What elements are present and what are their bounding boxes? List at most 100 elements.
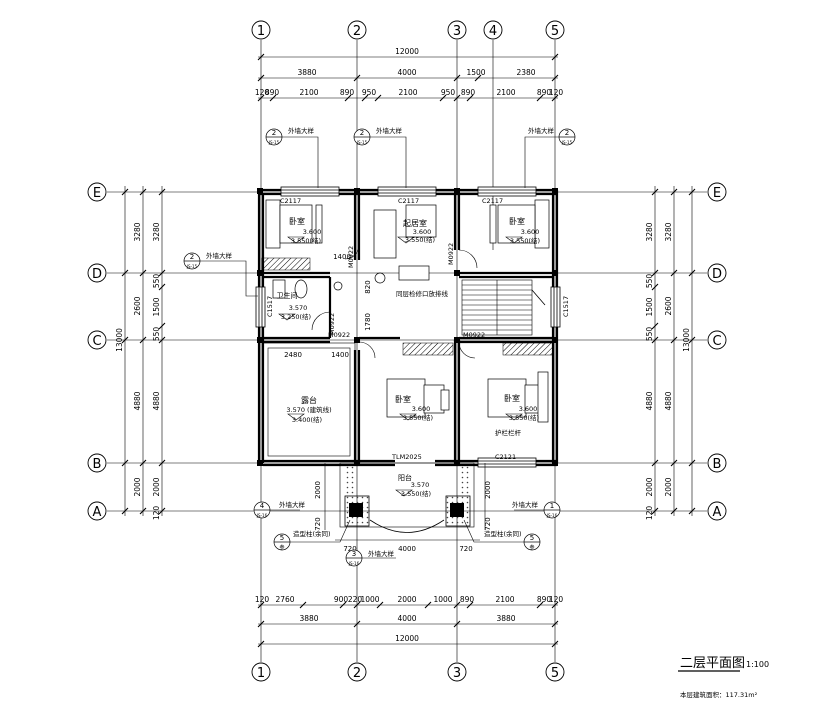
dim-bot-mid-2: 4000 [397,614,416,623]
door-tag-m0922-1: M0922 [347,246,355,268]
room-name-bath: 卫生间 [277,291,298,300]
callout-caption-5: 外墙大样 [279,500,306,509]
dim-misc-1400b: 1400 [331,351,349,359]
callout-caption-1: 外墙大样 [288,126,315,135]
axis-labels: 1 2 3 4 5 1 2 3 5 E D C B A E D C B A [92,24,722,681]
dim-top-in-9: 2100 [496,88,515,97]
dim-left-o2: 2600 [133,296,142,315]
door-tag-tlm2025: TLM2025 [391,453,422,461]
room-lvl2-study: 3.550(结) [405,235,435,244]
callout-sheet-4: JS-15 [186,264,198,269]
dim-left-o3: 4880 [133,391,142,410]
level-markers [278,236,523,497]
dim-bot-in-6: 2000 [397,595,416,604]
dim-bot-in-3: 900 [334,595,349,604]
column-note-right: 造型柱(余同) [484,529,522,538]
callout-sheet-7: 参 [279,544,284,551]
dim-top-in-5: 950 [362,88,377,97]
dim-top-in-10: 890 [537,88,552,97]
top-dimension-text: 12000 3880 4000 1500 2380 120 890 2100 8… [255,47,564,97]
callout-ref-6: 1 [550,502,554,510]
room-lvl-bed2: 3.600 [521,228,540,236]
room-name-bed1: 卧室 [289,216,305,226]
axis-label-e-right: E [713,186,721,201]
callout-caption-6: 外墙大样 [512,500,539,509]
dim-left-i7: 120 [152,506,161,521]
window-tag-c2117-1: C2117 [280,197,301,205]
room-name-balcony: 阳台 [398,473,412,482]
axis-label-2-top: 2 [353,24,361,39]
dim-top-in-7: 950 [441,88,456,97]
dim-misc-2000b: 2000 [484,481,492,499]
dim-misc-4000: 4000 [398,545,416,553]
axis-label-e-left: E [93,186,101,201]
room-lvl-bed3: 3.600 [412,405,431,413]
dim-bot-mid-3: 3880 [496,614,515,623]
right-dimension-text: 13000 3280 2600 4880 2000 3280 550 1500 … [645,222,691,520]
room-lvl-balcony: 3.570 [411,481,430,489]
dim-top-in-11: 120 [549,88,564,97]
axis-label-1-top: 1 [257,24,265,39]
dim-top-mid-2: 4000 [397,68,416,77]
dim-misc-2480: 2480 [284,351,302,359]
axis-label-3-top: 3 [453,24,461,39]
dim-left-i2: 550 [152,274,161,289]
dim-total-top: 12000 [395,47,419,56]
dim-top-in-8: 890 [461,88,476,97]
window-tag-c2121: C2121 [495,453,516,461]
dim-right-o3: 4880 [664,391,673,410]
dim-right-i1: 3280 [645,222,654,241]
dim-misc-1780: 1780 [364,313,372,331]
dim-top-mid-4: 2380 [516,68,535,77]
dim-top-in-2: 890 [265,88,280,97]
staircase [461,279,546,336]
axis-label-b-left: B [93,457,102,472]
dim-left-total: 13000 [115,328,124,352]
callout-caption-7: 外墙大样 [368,549,395,558]
callout-sheet-5: JS-16 [256,513,268,518]
dim-misc-2000a: 2000 [314,481,322,499]
railing-note: 护栏栏杆 [495,428,522,437]
drawing-scale: 1:100 [746,660,769,669]
interior-dimensions: 2480 1400 1400 1780 820 720 720 720 4000… [284,253,492,553]
room-lvl-terrace: 3.570 (建筑线) [286,405,331,414]
window-tag-c1517-right: C1517 [562,296,570,317]
dim-misc-720a: 720 [314,517,322,530]
dim-bot-in-4: 220 [348,595,363,604]
dim-misc-720b: 720 [343,545,356,553]
room-lvl-bed4: 3.600 [519,405,538,413]
dim-bot-in-2: 2760 [275,595,294,604]
interior-dimension-lines [324,463,486,541]
dim-right-i3: 1500 [645,297,654,316]
dim-right-i6: 2000 [645,477,654,496]
callout-sheet-2: JS-15 [356,140,368,145]
callout-sheet-9: JS-16 [348,561,360,566]
axis-label-2-bottom: 2 [353,666,361,681]
dim-top-in-4: 890 [340,88,355,97]
callout-caption-3: 外墙大样 [528,126,555,135]
callout-ref-2: 2 [360,129,364,137]
axis-label-1-bottom: 1 [257,666,265,681]
axis-bubbles [87,20,727,682]
furniture [265,199,550,423]
dim-misc-720c: 720 [459,545,472,553]
room-lvl2-bed2: 3.550(结) [510,236,540,245]
room-lvl-bath: 3.570 [289,304,308,312]
dim-top-in-3: 2100 [299,88,318,97]
axis-label-5-bottom: 5 [551,666,559,681]
dim-bot-in-10: 890 [537,595,552,604]
detail-callout-captions: 外墙大样 外墙大样 外墙大样 外墙大样 外墙大样 外墙大样 外墙大样 [206,126,555,558]
room-lvl2-bed1: 3.550(结) [291,236,321,245]
dim-right-i5: 4880 [645,391,654,410]
axis-label-5-top: 5 [551,24,559,39]
dim-bot-in-9: 2100 [495,595,514,604]
annotations: 同层检修口放排线 护栏栏杆 造型柱(余同) 造型柱(余同) [293,289,522,538]
column-note-left: 造型柱(余同) [293,529,331,538]
dim-left-o1: 3280 [133,222,142,241]
axis-label-a-right: A [713,505,722,520]
room-lvl2-bed4: 3.550(结) [509,413,539,422]
left-dimension-text: 13000 3280 2600 4880 2000 3280 550 1500 … [115,222,161,520]
room-lvl-bed1: 3.600 [303,228,322,236]
room-lvl2-bed3: 3.550(结) [403,413,433,422]
axis-label-c-right: C [712,334,721,349]
